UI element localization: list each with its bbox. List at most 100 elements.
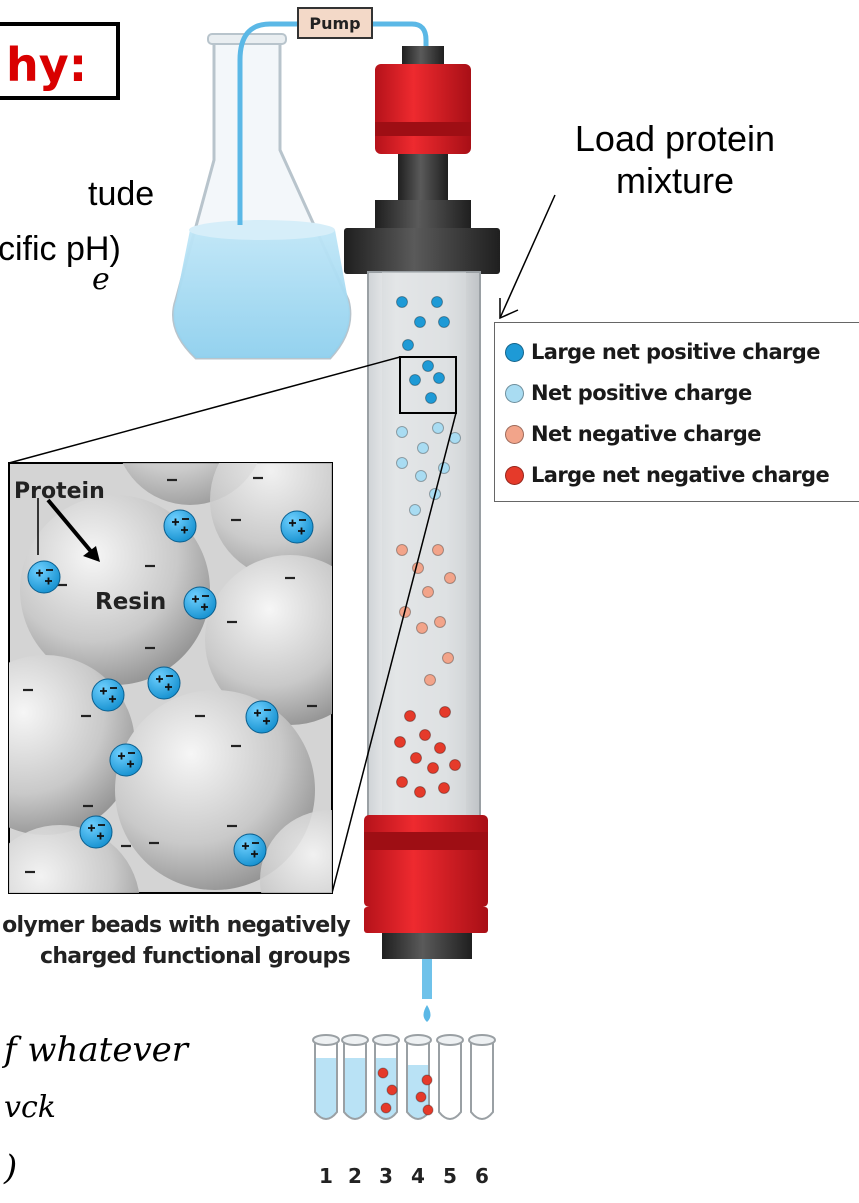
column-bead [432, 422, 444, 434]
tube-number: 1 [319, 1164, 333, 1188]
test-tube: 3 [372, 1034, 400, 1188]
column-bead [412, 562, 424, 574]
pump-box: Pump [297, 7, 373, 39]
legend-label: Net negative charge [531, 422, 761, 446]
protein-molecule [79, 815, 113, 849]
column-bead [427, 762, 439, 774]
pump-label: Pump [309, 14, 360, 33]
column-bead [442, 652, 454, 664]
load-arrow [499, 194, 556, 320]
tube-number: 5 [443, 1164, 457, 1188]
handwritten-note-1: e [92, 262, 110, 297]
protein-molecule [147, 666, 181, 700]
column-protein-beads [394, 296, 461, 798]
column-bead [415, 470, 427, 482]
column-bead [396, 296, 408, 308]
column-bead [438, 782, 450, 794]
column-bead [402, 339, 414, 351]
protein-molecule [183, 586, 217, 620]
pump-tubing [237, 21, 429, 225]
test-tube: 2 [341, 1034, 369, 1188]
legend-label: Net positive charge [531, 381, 752, 405]
column-bead [438, 316, 450, 328]
column-bead [432, 544, 444, 556]
column-bead [396, 426, 408, 438]
column-bead [433, 372, 445, 384]
handwritten-note-3: vck [4, 1090, 56, 1125]
column-bead [439, 706, 451, 718]
column-bead [394, 736, 406, 748]
section-title: hy: [0, 22, 120, 100]
legend-item-large-positive: Large net positive charge [505, 337, 820, 367]
legend-label: Large net negative charge [531, 463, 830, 487]
test-tube: 1 [312, 1034, 340, 1188]
body-text-line-1: tude [88, 175, 155, 213]
column-bead [424, 674, 436, 686]
handwritten-note-4: ) [4, 1148, 18, 1188]
column-body [367, 271, 481, 821]
test-tube: 4 [404, 1034, 434, 1188]
legend-dot-negative [505, 424, 524, 444]
resin-label: Resin [95, 589, 166, 615]
legend-dot-large-negative [505, 465, 524, 485]
reservoir-flask [172, 33, 352, 360]
inset-source-box [399, 356, 457, 414]
inset-protein-molecules [27, 509, 314, 867]
column-bead [417, 442, 429, 454]
column-bead [434, 616, 446, 628]
legend-item-negative: Net negative charge [505, 419, 761, 449]
column-bead [422, 360, 434, 372]
caption-line-2: charged functional groups [39, 944, 351, 969]
tube-number: 6 [475, 1164, 489, 1188]
charge-legend: Large net positive charge Net positive c… [494, 322, 859, 502]
protein-molecule [109, 743, 143, 777]
column-bead [409, 504, 421, 516]
column-bead [410, 752, 422, 764]
column-bead [404, 710, 416, 722]
test-tube: 5 [436, 1034, 464, 1188]
tube-bead [421, 1074, 433, 1086]
test-tube: 6 [468, 1034, 496, 1188]
column-bottom-cap [364, 815, 488, 1022]
tube-bead [415, 1091, 427, 1103]
protein-label: Protein [14, 479, 105, 504]
column-bead [396, 544, 408, 556]
inset-charge-marks [23, 476, 317, 874]
protein-molecule [280, 510, 314, 544]
protein-molecule [27, 560, 61, 594]
tube-number: 4 [411, 1164, 425, 1188]
legend-dot-positive [505, 383, 524, 403]
protein-molecule [91, 678, 125, 712]
protein-molecule [245, 700, 279, 734]
tube-number: 2 [348, 1164, 362, 1188]
column-bead [425, 392, 437, 404]
legend-dot-large-positive [505, 342, 524, 362]
tube-bead [386, 1084, 398, 1096]
column-bead [414, 316, 426, 328]
legend-label: Large net positive charge [531, 340, 820, 364]
column-bead [449, 759, 461, 771]
load-protein-label: Load protein mixture [574, 118, 776, 201]
tube-number: 3 [379, 1164, 393, 1188]
protein-molecule [233, 833, 267, 867]
protein-molecule [163, 509, 197, 543]
handwritten-note-2: f whatever [4, 1030, 189, 1070]
legend-item-positive: Net positive charge [505, 378, 752, 408]
column-bead [419, 729, 431, 741]
tube-bead [422, 1104, 434, 1116]
column-bead [396, 457, 408, 469]
caption-line-1: olymer beads with negatively [2, 913, 351, 938]
column-bead [416, 622, 428, 634]
column-bead [434, 742, 446, 754]
column-top-cap [344, 46, 500, 274]
tube-bead [377, 1067, 389, 1079]
body-text-line-2: cific pH) [0, 230, 121, 268]
inset-caption: olymer beads with negatively charged fun… [0, 910, 351, 972]
column-bead [422, 586, 434, 598]
column-bead [431, 296, 443, 308]
column-bead [396, 776, 408, 788]
resin-inset-panel: Protein Resin [8, 462, 333, 894]
tube-bead [380, 1102, 392, 1114]
